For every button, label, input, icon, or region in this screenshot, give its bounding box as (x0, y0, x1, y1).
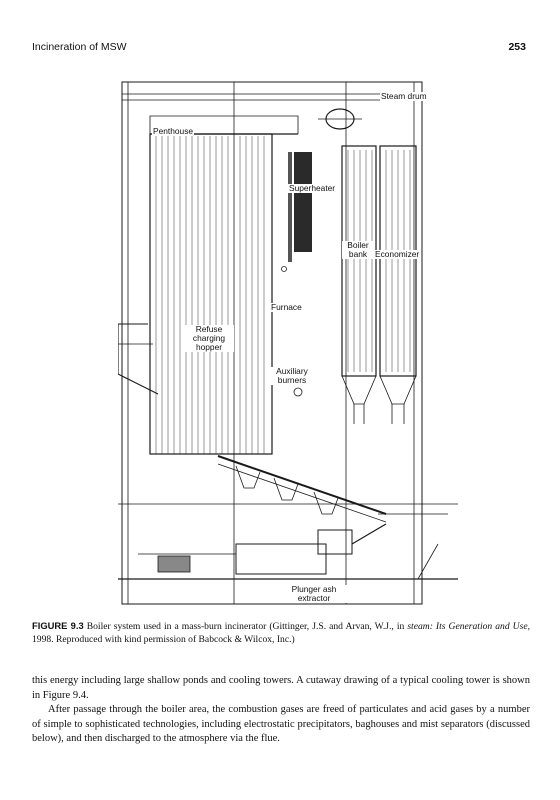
body-paragraph-2: After passage through the boiler area, t… (32, 704, 530, 745)
caption-source-title: steam: Its Generation and Use, (407, 621, 530, 632)
superheater-label: Superheater (288, 183, 337, 193)
figure-caption: FIGURE 9.3 Boiler system used in a mass-… (32, 619, 530, 646)
economizer-label: Economizer (374, 249, 421, 259)
body-text: this energy including large shallow pond… (32, 674, 530, 747)
caption-text-before: Boiler system used in a mass-burn incine… (83, 621, 408, 632)
running-head: Incineration of MSW 253 (32, 41, 528, 55)
boiler-system-figure: Steam drum Penthouse Superheater Boiler … (118, 74, 458, 614)
penthouse-label: Penthouse (152, 126, 195, 136)
steam-drum-label: Steam drum (380, 91, 428, 101)
body-paragraph-1: this energy including large shallow pond… (32, 675, 530, 701)
plunger-ash-extractor-label: Plunger ash extractor (280, 585, 348, 603)
furnace-label: Furnace (270, 302, 303, 312)
auxiliary-burners-label: Auxiliary burners (268, 367, 316, 385)
page-number: 253 (508, 41, 526, 53)
figure-number: FIGURE 9.3 (32, 620, 84, 631)
running-title: Incineration of MSW (32, 41, 127, 53)
refuse-charging-hopper-label: Refuse charging hopper (184, 325, 234, 352)
boiler-system-drawing (118, 81, 458, 605)
caption-text-after: 1998. Reproduced with kind permission of… (32, 634, 295, 645)
boiler-bank-label: Boiler bank (342, 241, 374, 259)
